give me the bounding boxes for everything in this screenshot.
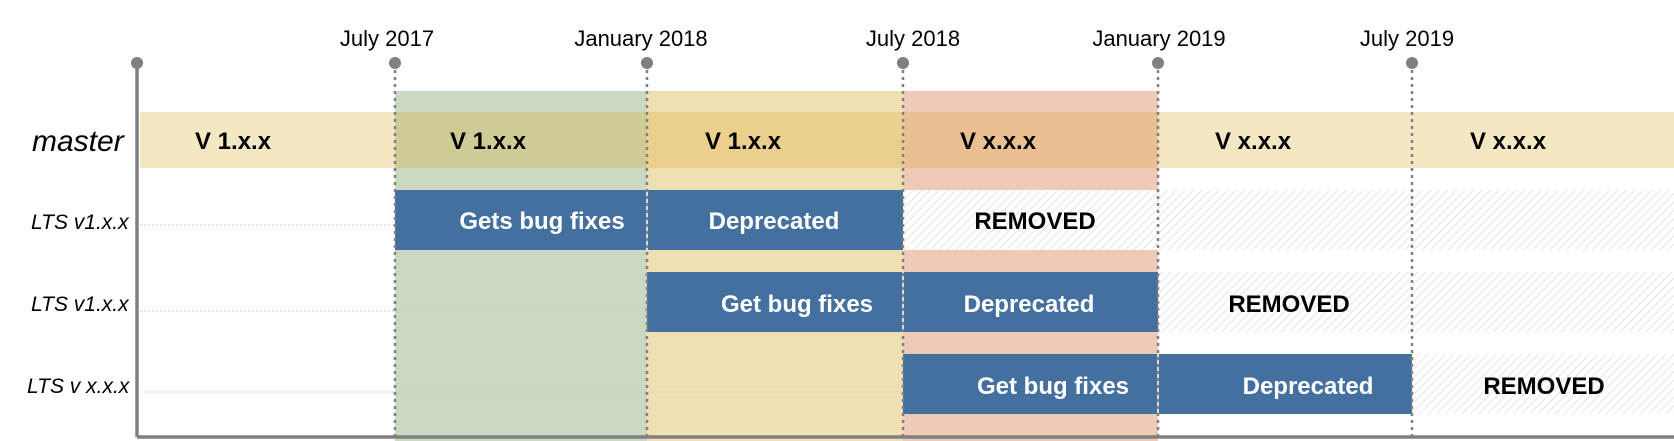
master-band-overlay-2018h1 <box>647 112 903 168</box>
master-version-label: V x.x.x <box>1470 128 1547 155</box>
lts3-bugfix-bar <box>903 354 1158 414</box>
removed-area-row1 <box>903 190 1674 250</box>
master-version-label: V 1.x.x <box>705 128 782 155</box>
bar-label-removed: REMOVED <box>1483 373 1604 400</box>
master-version-label: V x.x.x <box>1215 128 1292 155</box>
bar-label-bug-fixes: Get bug fixes <box>721 291 873 318</box>
row-label-master: master <box>32 125 125 158</box>
master-band-overlay-2018h2 <box>903 112 1158 168</box>
bar-label-bug-fixes: Gets bug fixes <box>459 208 624 235</box>
milestone-dot-july-2017 <box>389 57 401 69</box>
bar-label-removed: REMOVED <box>974 208 1095 235</box>
lts2-bugfix-bar <box>647 272 903 332</box>
lts3-deprecated-bar <box>1158 354 1412 414</box>
date-label: January 2018 <box>574 26 707 51</box>
removed-area-row3 <box>1412 354 1674 414</box>
lts2-deprecated-bar <box>903 272 1158 332</box>
date-label: January 2019 <box>1092 26 1225 51</box>
lts1-deprecated-bar <box>647 190 903 250</box>
bar-label-bug-fixes: Get bug fixes <box>977 373 1129 400</box>
bar-label-deprecated: Deprecated <box>709 208 840 235</box>
removed-area-row2 <box>1158 272 1674 332</box>
bar-label-deprecated: Deprecated <box>1243 373 1374 400</box>
master-version-label: V 1.x.x <box>450 128 527 155</box>
milestone-dot-january-2019 <box>1152 57 1164 69</box>
row-label-lts: LTS v1.x.x <box>31 293 130 316</box>
date-label: July 2019 <box>1360 26 1454 51</box>
milestone-dot-july-2018 <box>897 57 909 69</box>
row-label-lts: LTS v x.x.x <box>27 375 131 398</box>
milestone-dot-january-2018 <box>641 57 653 69</box>
milestone-dot-july-2019 <box>1406 57 1418 69</box>
axis-origin-dot <box>131 57 143 69</box>
date-label: July 2017 <box>340 26 434 51</box>
bar-label-deprecated: Deprecated <box>964 291 1095 318</box>
master-version-label: V 1.x.x <box>195 128 272 155</box>
lts1-bugfix-bar <box>395 190 647 250</box>
date-label: July 2018 <box>866 26 960 51</box>
row-label-lts: LTS v1.x.x <box>31 211 130 234</box>
master-version-label: V x.x.x <box>960 128 1037 155</box>
bar-label-removed: REMOVED <box>1228 291 1349 318</box>
master-band-overlay-2017h2 <box>395 112 647 168</box>
